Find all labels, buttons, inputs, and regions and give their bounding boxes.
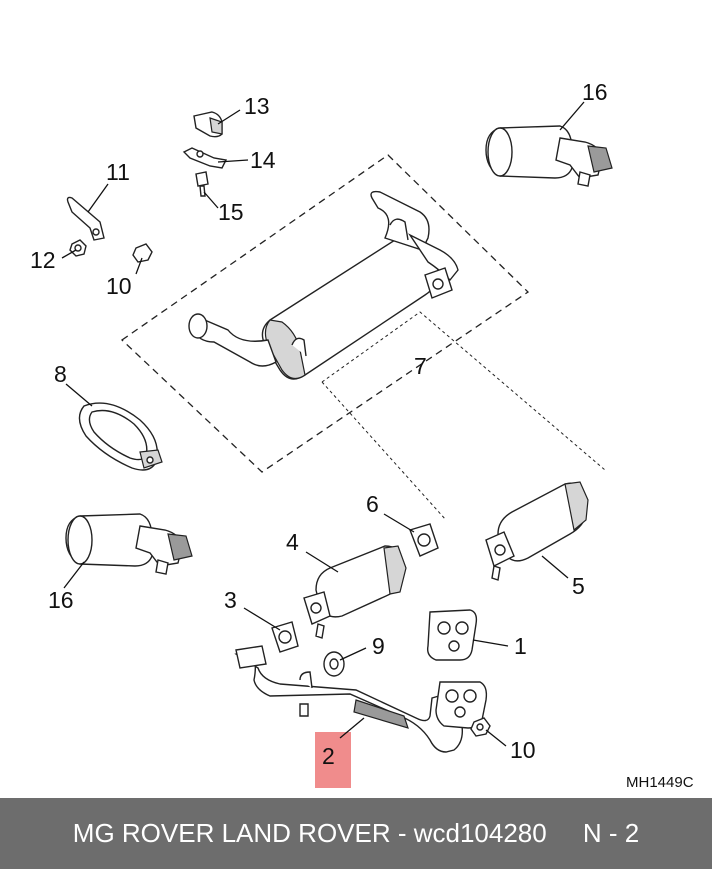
- leader-12: [61, 249, 77, 259]
- leader-15: [203, 191, 219, 209]
- leader-6: [383, 513, 415, 533]
- rear-silencer-group-outline: [120, 154, 530, 473]
- gasket-1: [426, 609, 478, 661]
- drawing-code: MH1449C: [626, 774, 694, 791]
- leader-10a: [135, 257, 143, 275]
- tailpipe-trim-upper: [485, 125, 613, 187]
- exhaust-clamp: [78, 402, 163, 471]
- leader-9: [339, 647, 367, 661]
- callout-9: 9: [372, 633, 385, 659]
- callout-10-lower: 10: [510, 737, 536, 763]
- front-pipe: [234, 645, 488, 753]
- nut-12: [69, 239, 87, 257]
- callout-16-lower: 16: [48, 587, 74, 613]
- footer-ref: N - 2: [582, 818, 640, 848]
- leader-14: [217, 159, 249, 163]
- nut-10-lower: [470, 717, 491, 737]
- callout-2: 2: [322, 743, 335, 769]
- callout-13: 13: [244, 93, 270, 119]
- callout-3: 3: [224, 587, 237, 613]
- leader-1: [472, 639, 509, 647]
- callout-4: 4: [286, 529, 299, 555]
- leader-5: [541, 555, 569, 579]
- footer-caption: MG ROVER LAND ROVER - wcd104280 N - 2: [73, 818, 639, 849]
- leader-2: [339, 717, 365, 739]
- mounting-rubber-13: [193, 111, 223, 138]
- callout-7: 7: [414, 353, 427, 379]
- exhaust-system-diagram: 1 2 3 4 5 6 7 8 9 10 10 11 12 13 14 15 1…: [30, 79, 694, 791]
- callout-5: 5: [572, 573, 585, 599]
- group-7-leader-a: [321, 311, 606, 471]
- footer-bar: MG ROVER LAND ROVER - wcd104280 N - 2: [0, 798, 712, 869]
- catalytic-converter-left: [303, 545, 407, 639]
- callout-8: 8: [54, 361, 67, 387]
- callout-14: 14: [250, 147, 276, 173]
- leader-16b: [63, 561, 85, 589]
- leader-8: [65, 383, 93, 407]
- leader-13: [217, 109, 241, 125]
- group-7-leader-b: [321, 381, 447, 521]
- leader-11: [87, 183, 109, 213]
- mounting-strap-14: [182, 147, 228, 169]
- rear-silencer: [188, 190, 459, 380]
- leader-4: [305, 551, 339, 573]
- footer-brand: MG ROVER LAND ROVER - wcd104280: [72, 818, 547, 848]
- nut-10-upper: [132, 243, 153, 263]
- callout-10-upper: 10: [106, 273, 132, 299]
- hanger-bracket: [66, 196, 105, 241]
- bolt-15: [195, 171, 209, 197]
- gasket-6: [409, 523, 439, 557]
- washer-9: [323, 651, 345, 677]
- callout-12: 12: [30, 247, 56, 273]
- leader-10b: [485, 729, 507, 747]
- tailpipe-trim-lower: [65, 513, 193, 575]
- callout-2-highlight: [315, 732, 351, 788]
- callout-15: 15: [218, 199, 244, 225]
- gasket-3: [271, 621, 299, 653]
- callout-11: 11: [106, 159, 130, 185]
- leader-3: [243, 607, 281, 631]
- callout-1: 1: [514, 633, 527, 659]
- callout-16-upper: 16: [582, 79, 608, 105]
- leader-16a: [559, 101, 585, 131]
- catalytic-converter-right: [485, 481, 589, 581]
- callout-6: 6: [366, 491, 379, 517]
